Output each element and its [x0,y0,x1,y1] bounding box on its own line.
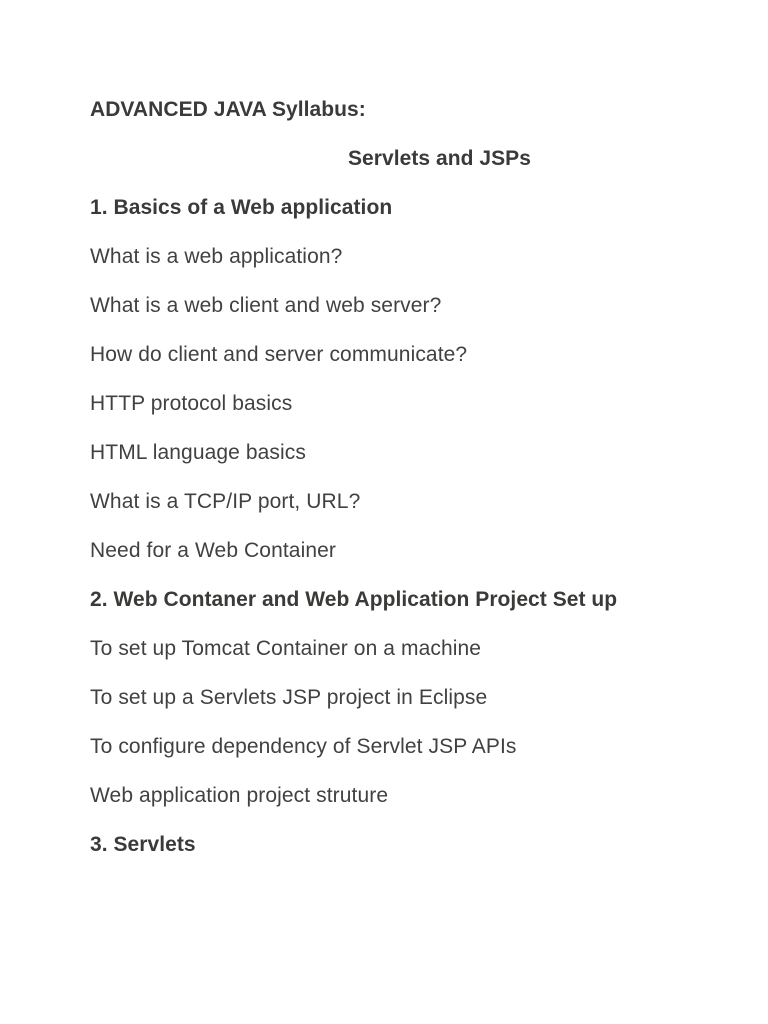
document-title: ADVANCED JAVA Syllabus: [90,98,366,121]
section-1-item-3: HTTP protocol basics [90,392,293,415]
section-1-item-2: How do client and server communicate? [90,343,468,366]
section-1-item-6: Need for a Web Container [90,539,336,562]
section-2-item-2: To configure dependency of Servlet JSP A… [90,735,517,758]
document-body: ADVANCED JAVA Syllabus: Servlets and JSP… [90,85,678,869]
section-heading-2: 2. Web Contaner and Web Application Proj… [90,588,618,611]
section-heading-1: 1. Basics of a Web application [90,196,393,219]
section-1-item-1: What is a web client and web server? [90,294,442,317]
section-2-item-3: Web application project struture [90,784,389,807]
section-1-item-4: HTML language basics [90,441,306,464]
document-subtitle: Servlets and JSPs [348,147,531,170]
section-2-item-0: To set up Tomcat Container on a machine [90,637,482,660]
section-2-item-1: To set up a Servlets JSP project in Ecli… [90,686,488,709]
section-heading-3: 3. Servlets [90,833,196,856]
section-1-item-0: What is a web application? [90,245,343,268]
section-1-item-5: What is a TCP/IP port, URL? [90,490,361,513]
